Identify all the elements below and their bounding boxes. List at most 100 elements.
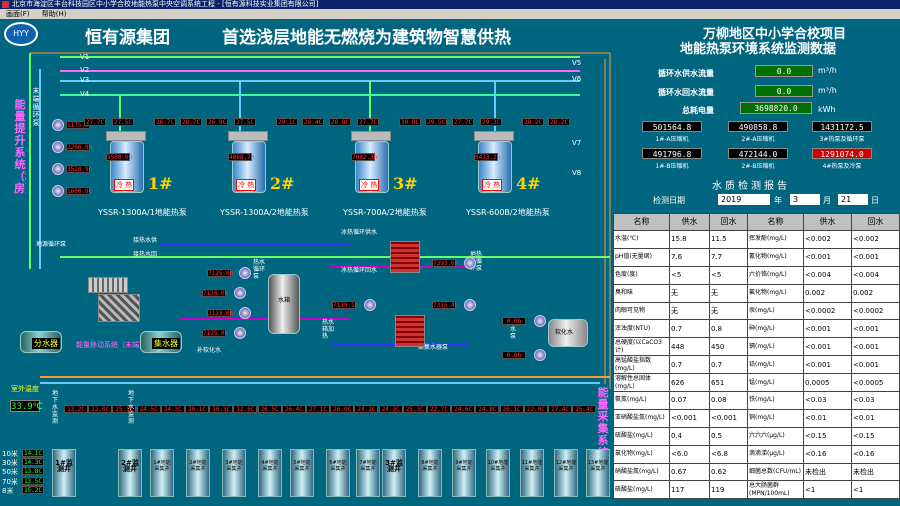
table-cell: 626 [669, 373, 710, 393]
table-cell: 0.002 [851, 283, 900, 303]
energy-meter: 491796.8 [642, 148, 702, 159]
well-15[interactable]: 13#地能采集井 [586, 449, 610, 497]
mid-pump[interactable] [464, 299, 476, 311]
well-label: 2#监测井 [121, 459, 139, 473]
table-cell: <0.004 [803, 265, 852, 285]
temp-out: 29.3C [480, 118, 502, 126]
mid-pump[interactable] [234, 327, 246, 339]
heat-pump-number: 1# [148, 174, 173, 193]
well-5[interactable]: 4#地能采集井 [258, 449, 282, 497]
well-8[interactable]: 7#地能采集井 [356, 449, 380, 497]
well-0[interactable]: 1#监测井 [52, 449, 76, 497]
well-9[interactable]: 3#监测井 [382, 449, 406, 497]
mid-pump[interactable] [534, 349, 546, 361]
table-cell: pH值(无量纲) [613, 247, 670, 267]
well-13[interactable]: 11#地能采集井 [520, 449, 544, 497]
well-10[interactable]: 8#地能采集井 [418, 449, 442, 497]
table-cell: <0.15 [803, 426, 852, 446]
power-unit: kWh [818, 105, 836, 114]
table-cell: 0.5 [709, 426, 748, 446]
mid-pump[interactable] [534, 315, 546, 327]
well-temp: 22.0C [523, 405, 548, 413]
table-cell: 亚硝酸盐氮(mg/L) [613, 408, 670, 428]
table-cell: 汞(mg/L) [747, 301, 804, 321]
well-2[interactable]: 1#地能采集井 [150, 449, 174, 497]
mid-pump[interactable] [239, 267, 251, 279]
menu-screen[interactable]: 画面(F) [6, 10, 30, 18]
project-name: 万柳地区中小学合校项目 [703, 27, 847, 42]
left-pump[interactable] [52, 119, 64, 131]
temp-in: 28.8C [329, 118, 351, 126]
softening-tank-label: 软化水 [555, 329, 574, 336]
year-unit: 年 [774, 196, 782, 205]
table-header-cell: 回水 [709, 213, 748, 231]
well-12[interactable]: 10#地能采集井 [486, 449, 510, 497]
table-cell: 0.002 [803, 283, 852, 303]
table-cell: 铅(mg/L) [747, 355, 804, 375]
table-cell: 六六六(μg/L) [747, 426, 804, 446]
mid-pump[interactable] [364, 299, 376, 311]
process-diagram: HYY 恒有源集团 首选浅层地能无燃烧为建筑物智慧供热 万柳地区中小学合校项目 … [0, 19, 900, 506]
well-6[interactable]: 5#地能采集井 [290, 449, 314, 497]
table-cell: 0.62 [709, 462, 748, 482]
year-field[interactable]: 2019 [718, 194, 770, 205]
plate-exchanger-2 [395, 315, 425, 347]
heat-pump-cap [474, 131, 514, 141]
well-label: 1#地能采集井 [153, 460, 171, 472]
well-temp: 24.3C [160, 405, 185, 413]
well-4[interactable]: 3#地能采集井 [222, 449, 246, 497]
menu-help[interactable]: 帮助(H) [41, 10, 67, 18]
energy-meter: 501564.8 [642, 121, 702, 132]
energy-meter: 472144.0 [728, 148, 788, 159]
mid-pump[interactable] [234, 287, 246, 299]
well-14[interactable]: 12#地能采集井 [554, 449, 578, 497]
table-header-cell: 回水 [851, 213, 900, 231]
left-pump[interactable] [52, 163, 64, 175]
energy-lift-label: 能量提升系统（机房） [14, 99, 26, 195]
well-11[interactable]: 9#地能采集井 [452, 449, 476, 497]
well-3[interactable]: 2#地能采集井 [186, 449, 210, 497]
table-cell: <0.0002 [851, 301, 900, 321]
well-1[interactable]: 2#监测井 [118, 449, 142, 497]
mid-pump[interactable] [239, 307, 251, 319]
mid-pump-hours: 2123.0h [207, 309, 234, 317]
mid-pump[interactable] [464, 257, 476, 269]
table-cell: 0.0005 [803, 373, 852, 393]
table-header-cell: 名称 [613, 213, 670, 231]
left-pump[interactable] [52, 185, 64, 197]
table-cell: 450 [709, 337, 748, 357]
energy-meter: 490858.8 [728, 121, 788, 132]
table-cell: 0.08 [709, 391, 748, 410]
table-cell: <0.03 [851, 391, 900, 410]
table-cell: <0.0002 [803, 301, 852, 321]
well-temp: 13.2C [64, 405, 88, 413]
well-label: 12#地能采集井 [555, 460, 577, 472]
power-value: 3698820.0 [740, 102, 812, 114]
well-7[interactable]: 6#地能采集井 [326, 449, 350, 497]
pressure-in: 28.2C [522, 118, 544, 126]
table-cell: 总大肠菌群(MPN/100mL) [747, 480, 804, 500]
well-temp: 30.3C [209, 405, 234, 413]
well-label: 4#地能采集井 [261, 460, 279, 472]
heat-pump-number: 2# [270, 174, 295, 193]
table-cell: 117 [669, 480, 710, 500]
table-cell: 氟化物(mg/L) [747, 283, 804, 303]
well-temp: 20.1C [185, 405, 209, 413]
heat-pump-name: YSSR-1300A/2地能热泵 [220, 208, 309, 217]
well-label: 7#地能采集井 [359, 460, 377, 472]
day-field[interactable]: 21 [838, 194, 868, 205]
supply-water-label: 接热水供 [133, 237, 158, 244]
month-field[interactable]: 3 [790, 194, 820, 205]
pressure-in: 30.0C [399, 118, 421, 126]
table-cell: <5 [709, 265, 748, 285]
radiator-supply-label: 冰热循环供水 [341, 229, 378, 236]
mid-pump-hours: 0.0h [502, 351, 526, 359]
well-temp: 27.4C [548, 405, 572, 413]
table-cell: <0.001 [851, 337, 900, 357]
left-pump[interactable] [52, 141, 64, 153]
